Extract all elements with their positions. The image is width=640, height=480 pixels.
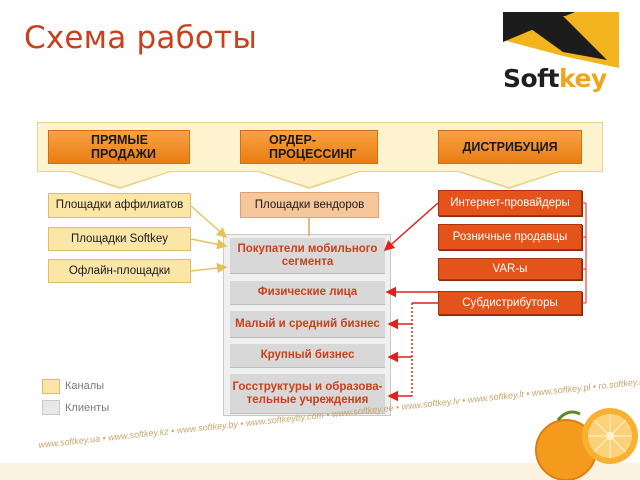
channel-softkey: Площадки Softkey	[48, 227, 191, 251]
client-enterprise: Крупный бизнес	[230, 344, 385, 368]
category-order-processing: ОРДЕР-ПРОЦЕССИНГ	[240, 130, 378, 164]
oranges-icon	[535, 408, 638, 480]
arrow-down-direct-fill	[70, 171, 170, 187]
client-government: Госструктуры и образова-тельные учрежден…	[230, 374, 385, 414]
connector-affiliates	[190, 205, 228, 238]
client-individuals: Физические лица	[230, 281, 385, 305]
legend-swatch-clients	[42, 400, 60, 415]
logo-wordmark: Softkey	[503, 64, 607, 93]
channel-var: VAR-ы	[438, 258, 582, 280]
client-smb: Малый и средний бизнес	[230, 311, 385, 338]
arrow-down-distribution-fill	[459, 171, 559, 187]
connector-softkey	[190, 238, 228, 250]
channel-offline: Офлайн-площадки	[48, 259, 191, 283]
logo-text-key: key	[559, 64, 607, 93]
channel-vendors: Площадки вендоров	[240, 192, 379, 218]
page-title: Схема работы	[24, 20, 257, 56]
footer-bar	[0, 463, 640, 480]
category-direct-sales: ПРЯМЫЕ ПРОДАЖИ	[48, 130, 190, 164]
legend-label-clients: Клиенты	[65, 402, 110, 414]
legend-swatch-channels	[42, 379, 60, 394]
channel-retail: Розничные продавцы	[438, 224, 582, 250]
channel-isp: Интернет-провайдеры	[438, 190, 582, 216]
legend-label-channels: Каналы	[65, 380, 105, 392]
connector-offline	[190, 262, 228, 274]
logo-mark-icon	[503, 12, 619, 68]
softkey-logo: Softkey	[503, 12, 619, 96]
channel-affiliates: Площадки аффилиатов	[48, 193, 191, 218]
arrow-down-order-fill	[259, 171, 359, 187]
client-mobile: Покупатели мобильного сегмента	[230, 238, 385, 274]
category-distribution: ДИСТРИБУЦИЯ	[438, 130, 582, 164]
logo-text-soft: Soft	[503, 64, 560, 93]
channel-subdistributors: Субдистрибуторы	[438, 291, 582, 315]
connector-isp-mobile	[383, 202, 439, 251]
